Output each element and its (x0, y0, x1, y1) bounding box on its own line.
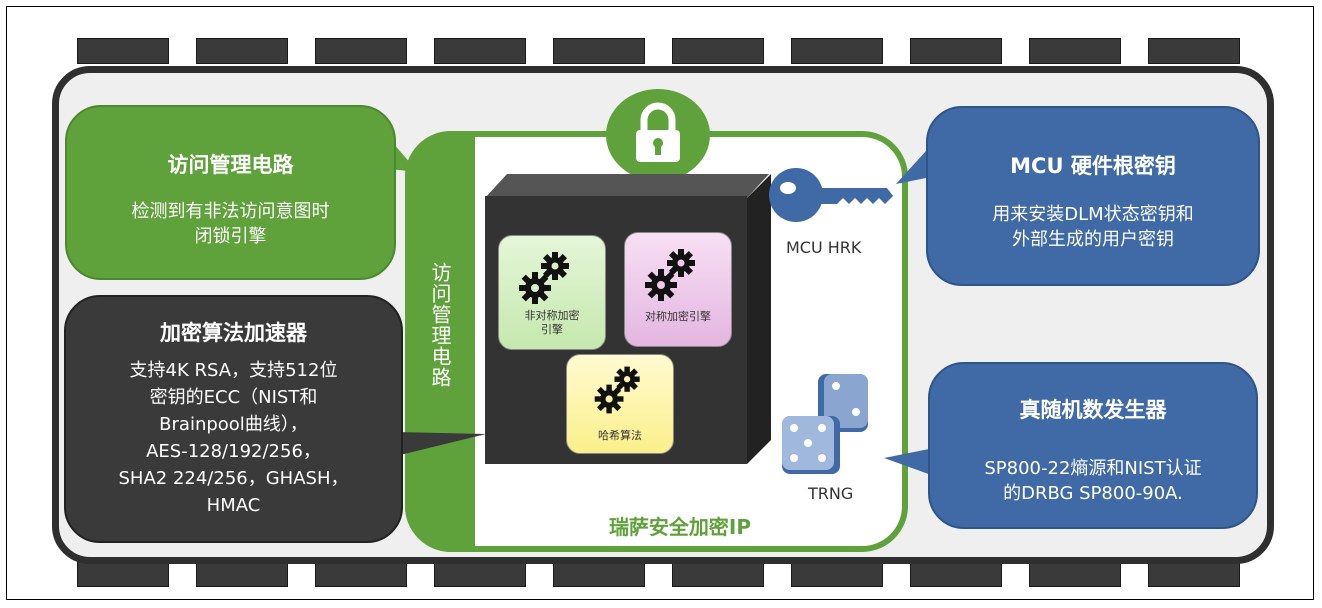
bubble-text: 检测到有非法访问意图时闭锁引擎 (131, 201, 330, 247)
dice-icon (782, 374, 868, 474)
chip-pin (77, 561, 169, 587)
gears-icon (519, 252, 569, 304)
chip-pin (196, 561, 288, 587)
gears-icon (645, 249, 695, 301)
chip-pin (196, 38, 288, 64)
chip-pin (315, 38, 407, 64)
secure-ip-title: 瑞萨安全加密IP (608, 515, 752, 539)
chip-pin (315, 561, 407, 587)
trng-label: TRNG (808, 484, 854, 503)
chip-pin (910, 561, 1002, 587)
chip-pin (553, 38, 645, 64)
lock-icon (606, 89, 710, 181)
chip-pin (791, 38, 883, 64)
asymmetric-engine: 非对称加密引擎 (498, 235, 606, 350)
access-control-band (405, 131, 475, 552)
asym-label-2: 引擎 (541, 323, 563, 336)
chip-pin (434, 38, 526, 64)
bubble-title: 真随机数发生器 (1019, 398, 1167, 422)
hash-label: 哈希算法 (598, 429, 642, 442)
crypto-accelerator-bubble: 加密算法加速器 支持4K RSA，支持512位 密钥的ECC（NIST和 Bra… (64, 295, 403, 543)
engine-box-top (485, 174, 769, 198)
bubble-tail (884, 448, 934, 476)
symmetric-engine: 对称加密引擎 (624, 232, 732, 347)
chip-pin (910, 38, 1002, 64)
bubble-title: 访问管理电路 (167, 153, 294, 177)
chip-pin (77, 38, 169, 64)
bubble-tail (396, 432, 486, 456)
chip-pin (1148, 561, 1240, 587)
bubble-text: 用来安装DLM状态密钥和外部生成的用户密钥 (992, 204, 1194, 250)
access-management-bubble: 访问管理电路 检测到有非法访问意图时闭锁引擎 (65, 105, 396, 280)
key-icon (769, 168, 893, 222)
chip-pin (791, 561, 883, 587)
bubble-title: 加密算法加速器 (160, 321, 307, 345)
chip-pin (1148, 38, 1240, 64)
asym-label-1: 非对称加密 (524, 309, 580, 322)
hash-engine: 哈希算法 (566, 354, 674, 454)
engine-box-side (747, 174, 771, 464)
hardware-root-key-bubble: MCU 硬件根密钥 用来安装DLM状态密钥和外部生成的用户密钥 (926, 106, 1260, 286)
trng-bubble: 真随机数发生器 SP800-22熵源和NIST认证的DRBG SP800-90A… (928, 362, 1258, 529)
chip-pin (1029, 38, 1121, 64)
chip-pin (672, 561, 764, 587)
chip-pin (672, 38, 764, 64)
chip-pin (434, 561, 526, 587)
bubble-title: MCU 硬件根密钥 (1010, 154, 1176, 178)
gears-icon (594, 366, 640, 414)
access-control-vertical-label: 访问管理电路 (428, 262, 452, 388)
sym-label: 对称加密引擎 (645, 310, 711, 323)
bubble-text: 支持4K RSA，支持512位 密钥的ECC（NIST和 Brainpool曲线… (118, 360, 349, 516)
bubble-text: SP800-22熵源和NIST认证的DRBG SP800-90A. (984, 458, 1202, 504)
chip-pin (553, 561, 645, 587)
hrk-label: MCU HRK (786, 238, 862, 257)
chip-pin (1029, 561, 1121, 587)
